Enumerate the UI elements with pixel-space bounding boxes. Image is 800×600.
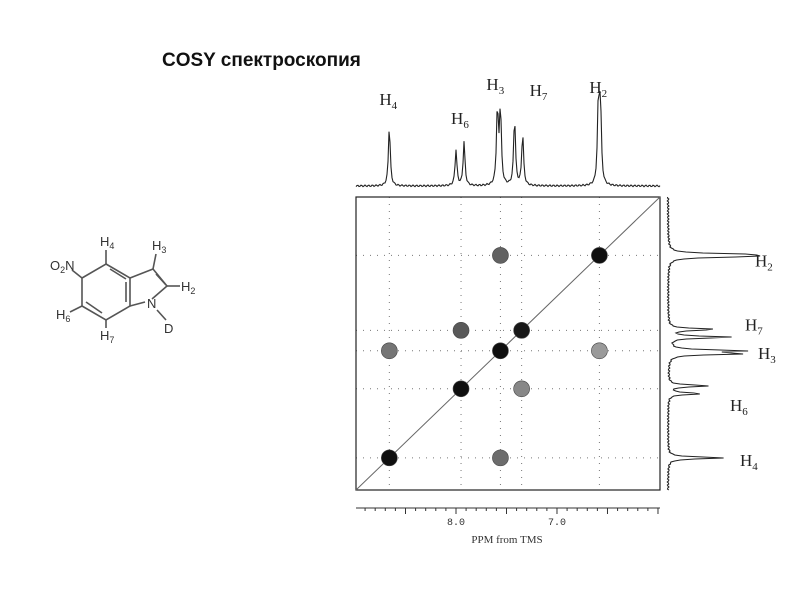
cross-peak: [381, 342, 398, 360]
right-projection-spectrum: [666, 196, 761, 491]
svg-text:H2: H2: [181, 279, 195, 296]
plot-frame: [355, 196, 661, 491]
cross-peak: [492, 449, 509, 467]
cross-peak: [492, 247, 509, 264]
right-proton-label: H7: [745, 315, 763, 337]
top-proton-label: H6: [451, 109, 469, 131]
h2-label: H: [181, 279, 190, 294]
cross-peak: [452, 322, 470, 339]
top-proton-label: H7: [530, 81, 548, 103]
svg-text:H7: H7: [100, 328, 114, 345]
svg-text:H4: H4: [100, 234, 114, 251]
d-label: D: [164, 321, 173, 336]
top-proton-label: H3: [486, 75, 504, 97]
x-tick-label: 8.0: [447, 518, 465, 529]
h3-label: H: [152, 238, 161, 253]
right-proton-label: H4: [740, 451, 758, 473]
cross-peak: [513, 322, 530, 339]
x-axis-label: PPM from TMS: [471, 534, 542, 546]
cross-peak: [452, 380, 470, 398]
cross-peak: [591, 342, 608, 360]
cross-peak: [492, 342, 509, 360]
cross-peak: [591, 247, 608, 264]
svg-text:H3: H3: [152, 238, 166, 255]
top-projection-spectrum: [355, 91, 661, 188]
svg-text:O2N: O2N: [50, 258, 75, 275]
n-label: N: [147, 296, 156, 311]
right-proton-label: H3: [758, 344, 776, 366]
slide-title: COSY спектроскопия: [162, 50, 361, 71]
no2-label: O: [50, 258, 60, 273]
top-proton-label: H2: [589, 78, 607, 100]
svg-text:H6: H6: [56, 307, 70, 324]
cross-peak: [513, 380, 530, 398]
h6-label: H: [56, 307, 65, 322]
right-proton-label: H2: [755, 251, 773, 273]
nitroindole-structure: H4 H3 H2 O2N H6 H7 N D: [50, 234, 195, 345]
h7-label: H: [100, 328, 109, 343]
x-tick-label: 7.0: [548, 518, 566, 529]
right-proton-label: H6: [730, 396, 748, 418]
h4-label: H: [100, 234, 109, 249]
top-proton-label: H4: [379, 90, 397, 112]
diagonal-line: [355, 196, 661, 491]
cross-peak: [381, 449, 398, 467]
